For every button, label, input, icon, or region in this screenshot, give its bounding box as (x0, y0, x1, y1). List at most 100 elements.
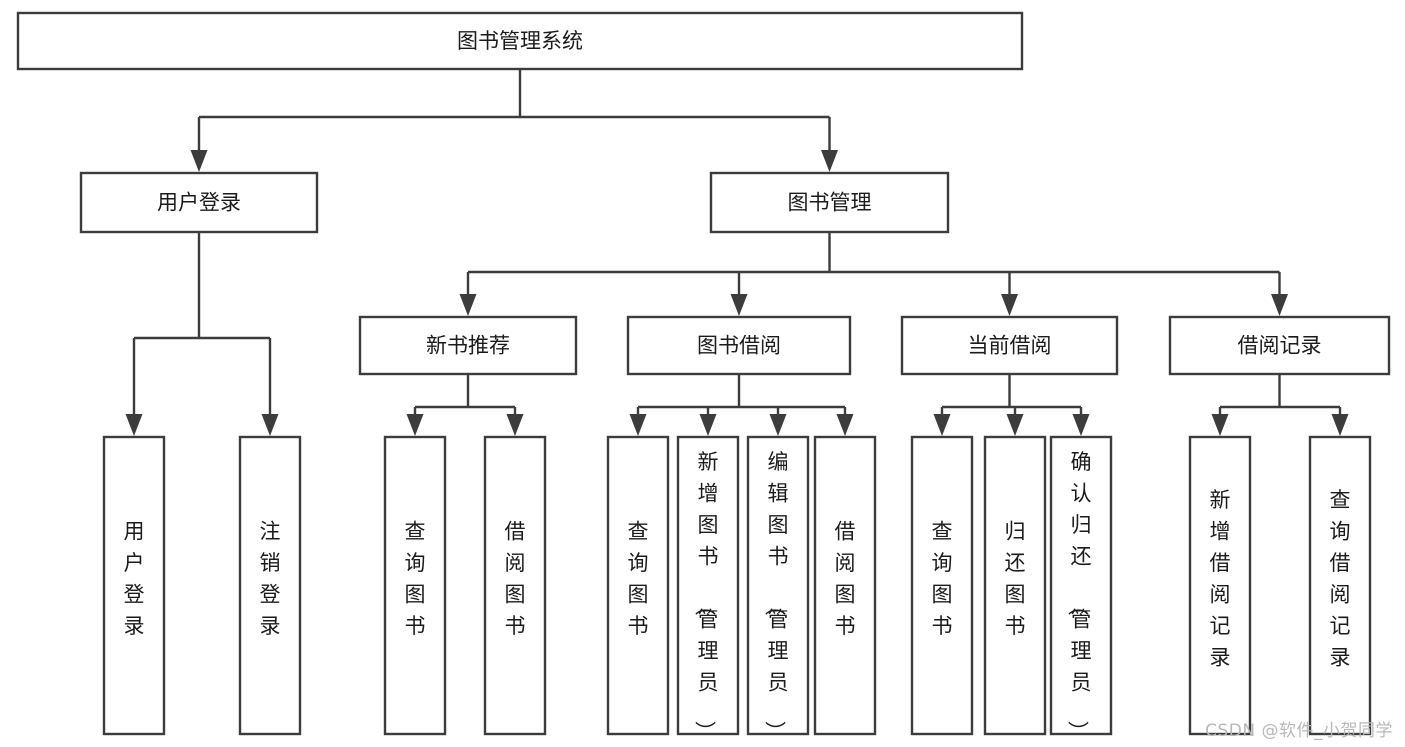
label-char: ） (693, 721, 717, 742)
node-leaf-return-book[interactable]: 归还图书 (983, 435, 1047, 736)
label-char: 录 (1330, 645, 1351, 669)
label-char: 阅 (1210, 582, 1231, 606)
node-label-leaf-logout: 注销登录 (260, 519, 281, 638)
label-char: 销 (260, 551, 281, 575)
label-char: （ (763, 595, 787, 616)
label-char: 管 (698, 607, 719, 631)
arrow-head-icon (459, 294, 477, 316)
node-label-leaf-confirm-return: 确认归还（管理员） (1066, 450, 1092, 742)
label-char: 书 (628, 614, 649, 638)
arrow-head-icon (629, 414, 647, 436)
arrow-head-icon (769, 414, 787, 436)
node-user-login[interactable]: 用户登录 (79, 171, 319, 234)
label-char: 书 (1005, 614, 1026, 638)
node-leaf-borrow-book-2[interactable]: 借阅图书 (813, 435, 877, 736)
node-box-book-borrow[interactable] (626, 315, 852, 376)
node-leaf-query-record[interactable]: 查询借阅记录 (1308, 435, 1372, 736)
node-box-leaf-confirm-return[interactable] (1049, 435, 1113, 736)
node-leaf-user-login[interactable]: 用户登录 (102, 435, 166, 736)
label-char: 借 (505, 519, 526, 543)
node-box-leaf-query-book-2[interactable] (606, 435, 670, 736)
node-box-leaf-query-record[interactable] (1308, 435, 1372, 736)
node-book-borrow[interactable]: 图书借阅 (626, 315, 852, 376)
node-label-current-borrow: 当前借阅 (968, 334, 1052, 358)
connector-layer (125, 69, 1349, 436)
node-box-current-borrow[interactable] (900, 315, 1119, 376)
label-char: 增 (1210, 519, 1231, 543)
edge-group-root (190, 69, 838, 172)
node-box-leaf-return-book[interactable] (983, 435, 1047, 736)
node-leaf-add-book[interactable]: 新增图书（管理员） (676, 435, 740, 742)
node-box-leaf-query-book-3[interactable] (910, 435, 974, 736)
arrow-head-icon (933, 414, 951, 436)
arrow-head-icon (730, 294, 748, 316)
node-box-user-login[interactable] (79, 171, 319, 234)
node-leaf-confirm-return[interactable]: 确认归还（管理员） (1049, 435, 1113, 742)
node-leaf-query-book-3[interactable]: 查询图书 (910, 435, 974, 736)
label-char: 归 (1071, 513, 1092, 537)
arrow-head-icon (1211, 414, 1229, 436)
csdn-watermark: CSDN @软件_小贺同学 (1205, 721, 1393, 741)
label-char: 认 (1071, 481, 1092, 505)
arrow-head-icon (821, 150, 838, 172)
node-leaf-edit-book[interactable]: 编辑图书（管理员） (746, 435, 810, 742)
node-box-leaf-logout[interactable] (238, 435, 302, 736)
label-char: 询 (932, 551, 953, 575)
node-box-leaf-borrow-book-1[interactable] (483, 435, 547, 736)
node-box-leaf-user-login[interactable] (102, 435, 166, 736)
label-char: 询 (628, 551, 649, 575)
node-leaf-query-book-1[interactable]: 查询图书 (383, 435, 447, 736)
label-char: 借 (1210, 551, 1231, 575)
node-box-book-manage[interactable] (709, 171, 950, 234)
node-box-borrow-record[interactable] (1168, 315, 1391, 376)
arrow-head-icon (506, 414, 524, 436)
node-leaf-add-record[interactable]: 新增借阅记录 (1188, 435, 1252, 736)
node-box-leaf-borrow-book-2[interactable] (813, 435, 877, 736)
label-char: 书 (768, 544, 789, 568)
edge-group-borrow-record (1211, 374, 1349, 436)
node-box-leaf-edit-book[interactable] (746, 435, 810, 736)
label-char: 询 (405, 551, 426, 575)
node-new-book-rec[interactable]: 新书推荐 (358, 315, 578, 376)
node-box-leaf-add-record[interactable] (1188, 435, 1252, 736)
edge-group-current-borrow (933, 374, 1090, 436)
label-char: 阅 (1330, 582, 1351, 606)
node-current-borrow[interactable]: 当前借阅 (900, 315, 1119, 376)
node-label-leaf-user-login: 用户登录 (124, 519, 145, 638)
arrow-head-icon (406, 414, 424, 436)
label-char: 新 (698, 450, 719, 474)
label-char: 理 (768, 639, 789, 663)
label-char: 查 (628, 519, 649, 543)
node-borrow-record[interactable]: 借阅记录 (1168, 315, 1391, 376)
label-char: 注 (260, 519, 281, 543)
label-char: 登 (124, 582, 145, 606)
label-char: 管 (1071, 607, 1092, 631)
arrow-head-icon (1006, 414, 1024, 436)
node-box-leaf-add-book[interactable] (676, 435, 740, 736)
arrow-head-icon (1271, 294, 1288, 316)
node-label-leaf-add-book: 新增图书（管理员） (693, 450, 719, 742)
label-char: 录 (124, 614, 145, 638)
label-char: 书 (405, 614, 426, 638)
node-book-manage[interactable]: 图书管理 (709, 171, 950, 234)
node-leaf-query-book-2[interactable]: 查询图书 (606, 435, 670, 736)
node-root[interactable]: 图书管理系统 (16, 11, 1024, 71)
arrow-head-icon (190, 150, 208, 172)
node-leaf-logout[interactable]: 注销登录 (238, 435, 302, 736)
node-box-new-book-rec[interactable] (358, 315, 578, 376)
label-char: 员 (768, 670, 789, 694)
node-layer: 图书管理系统用户登录图书管理新书推荐图书借阅当前借阅借阅记录用户登录注销登录查询… (16, 11, 1391, 742)
label-char: 增 (698, 481, 719, 505)
node-label-leaf-borrow-book-2: 借阅图书 (835, 519, 856, 638)
node-label-leaf-borrow-book-1: 借阅图书 (505, 519, 526, 638)
node-leaf-borrow-book-1[interactable]: 借阅图书 (483, 435, 547, 736)
label-char: 图 (1005, 582, 1026, 606)
label-char: 确 (1071, 450, 1092, 474)
label-char: 书 (835, 614, 856, 638)
label-char: 图 (405, 582, 426, 606)
label-char: 图 (505, 582, 526, 606)
node-box-root[interactable] (16, 11, 1024, 71)
node-box-leaf-query-book-1[interactable] (383, 435, 447, 736)
